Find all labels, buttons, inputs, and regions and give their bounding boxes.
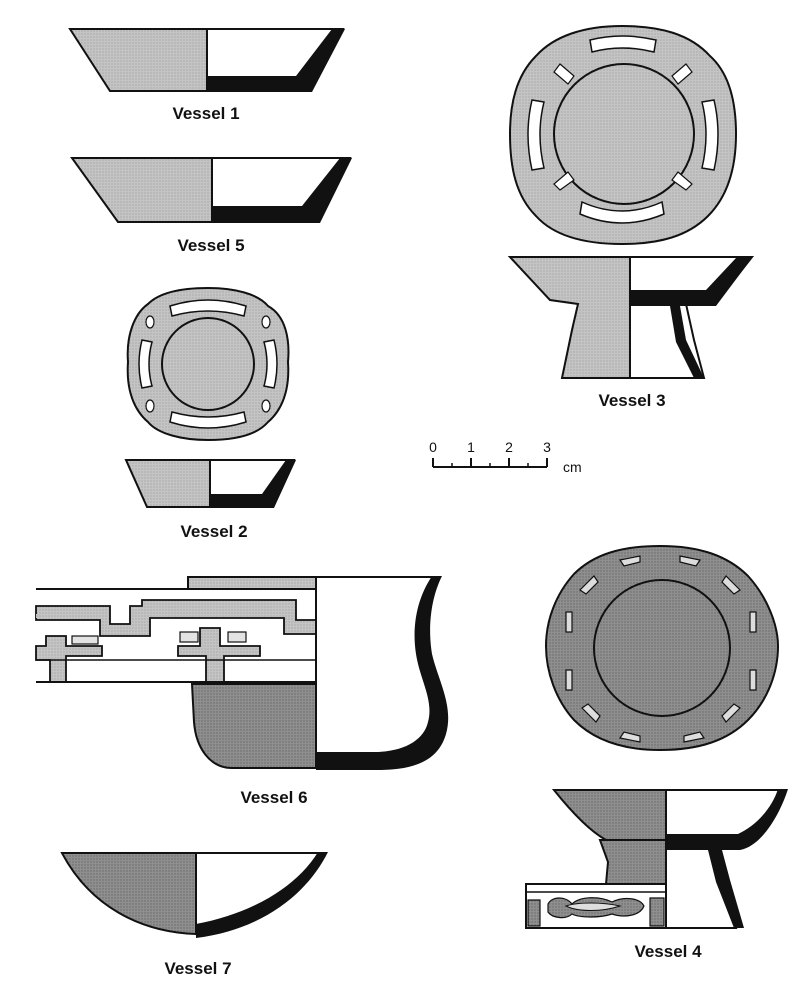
scale-tick-2: 2 — [505, 439, 513, 455]
vessel-2-profile — [124, 459, 296, 508]
vessel-3-profile — [507, 256, 755, 379]
vessel-4-label: Vessel 4 — [634, 942, 702, 961]
scale-bar — [432, 458, 548, 468]
vessel-6-label: Vessel 6 — [240, 788, 307, 807]
scale-tick-3: 3 — [543, 439, 551, 455]
vessel-1-profile — [68, 28, 345, 92]
vessel-4-base-frieze — [525, 883, 667, 929]
vessel-6-rollout-frieze — [35, 588, 317, 683]
vessel-5-label: Vessel 5 — [177, 236, 244, 255]
vessel-7-label: Vessel 7 — [164, 959, 231, 978]
vessel-6-profile — [35, 576, 449, 770]
vessel-2-label: Vessel 2 — [180, 522, 247, 541]
vessel-1-label: Vessel 1 — [172, 104, 239, 123]
vessel-3-label: Vessel 3 — [598, 391, 665, 410]
vessel-3-plan-view — [508, 24, 738, 246]
vessel-4-plan-view — [544, 544, 780, 752]
scale-tick-0: 0 — [429, 439, 437, 455]
scale-tick-1: 1 — [467, 439, 475, 455]
vessel-5-profile — [70, 157, 352, 223]
vessel-4-profile — [525, 789, 788, 929]
vessel-7-profile — [60, 852, 328, 938]
scale-unit: cm — [563, 459, 582, 475]
vessel-2-plan-view — [126, 286, 290, 442]
